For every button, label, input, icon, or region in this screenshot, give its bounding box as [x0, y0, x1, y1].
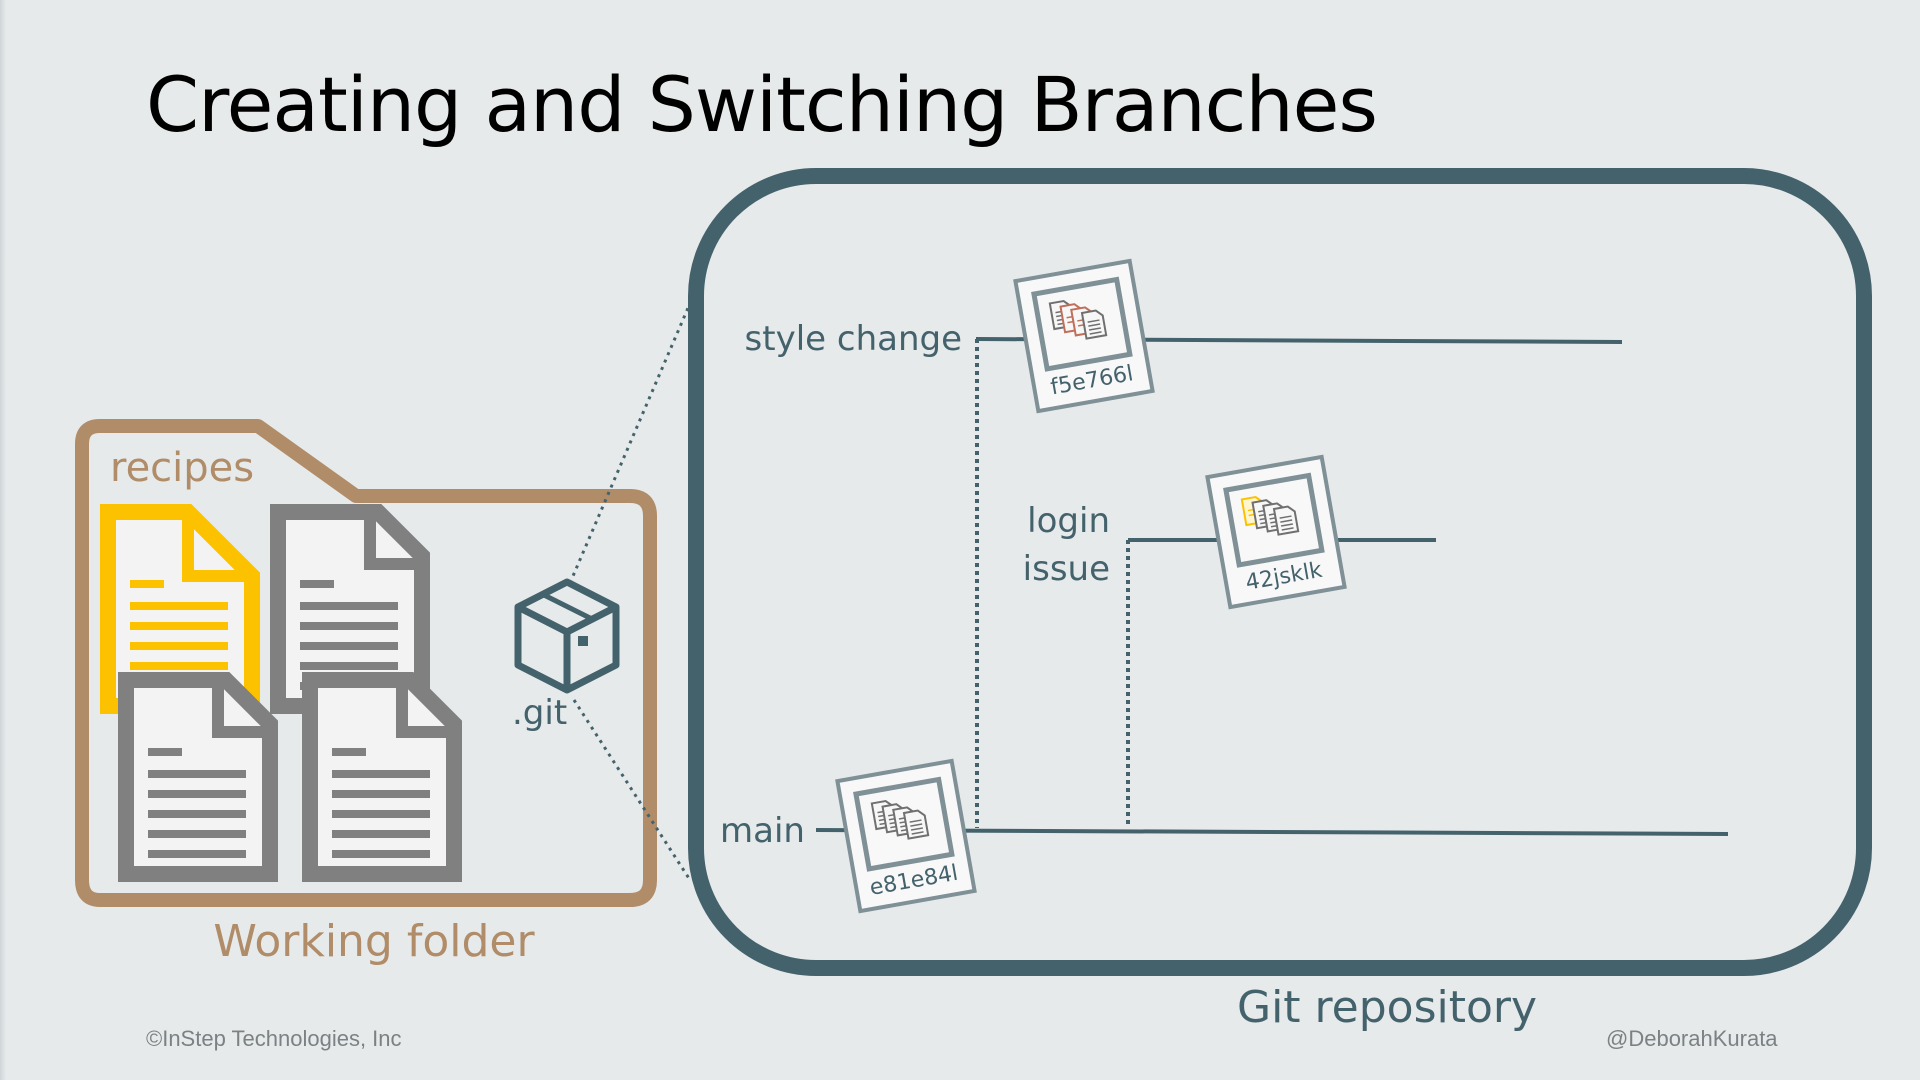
git-repository-caption: Git repository [1237, 982, 1537, 1033]
document-icon-gray-3 [310, 680, 454, 874]
git-folder-label: .git [512, 693, 567, 733]
commit-snapshot-style-change: f5e766l [1013, 258, 1155, 414]
slide-edge-shadow [0, 0, 6, 1080]
slide-title: Creating and Switching Branches [146, 60, 1378, 149]
commit-snapshot-login-issue: 42jsklk [1205, 454, 1347, 610]
working-folder-caption: Working folder [213, 916, 535, 967]
branch-line-main [815, 828, 1729, 836]
zoom-line-bottom [572, 699, 692, 881]
branch-label-login-line2: issue [1023, 549, 1110, 589]
zoom-line-top [568, 307, 690, 584]
branch-label-login-line1: login [1027, 501, 1110, 541]
folder-name-label: recipes [110, 445, 254, 491]
commit-snapshot-main: e81e84l [835, 758, 977, 914]
branch-label-style-change: style change [745, 319, 962, 359]
git-repository-box [688, 168, 1872, 976]
copyright-footer: ©InStep Technologies, Inc [146, 1026, 402, 1051]
working-folder-icon [75, 419, 657, 907]
author-handle-footer: @DeborahKurata [1606, 1026, 1778, 1051]
document-icon-gray-2 [126, 680, 270, 874]
git-package-icon [514, 578, 620, 694]
branch-label-main: main [720, 811, 805, 851]
